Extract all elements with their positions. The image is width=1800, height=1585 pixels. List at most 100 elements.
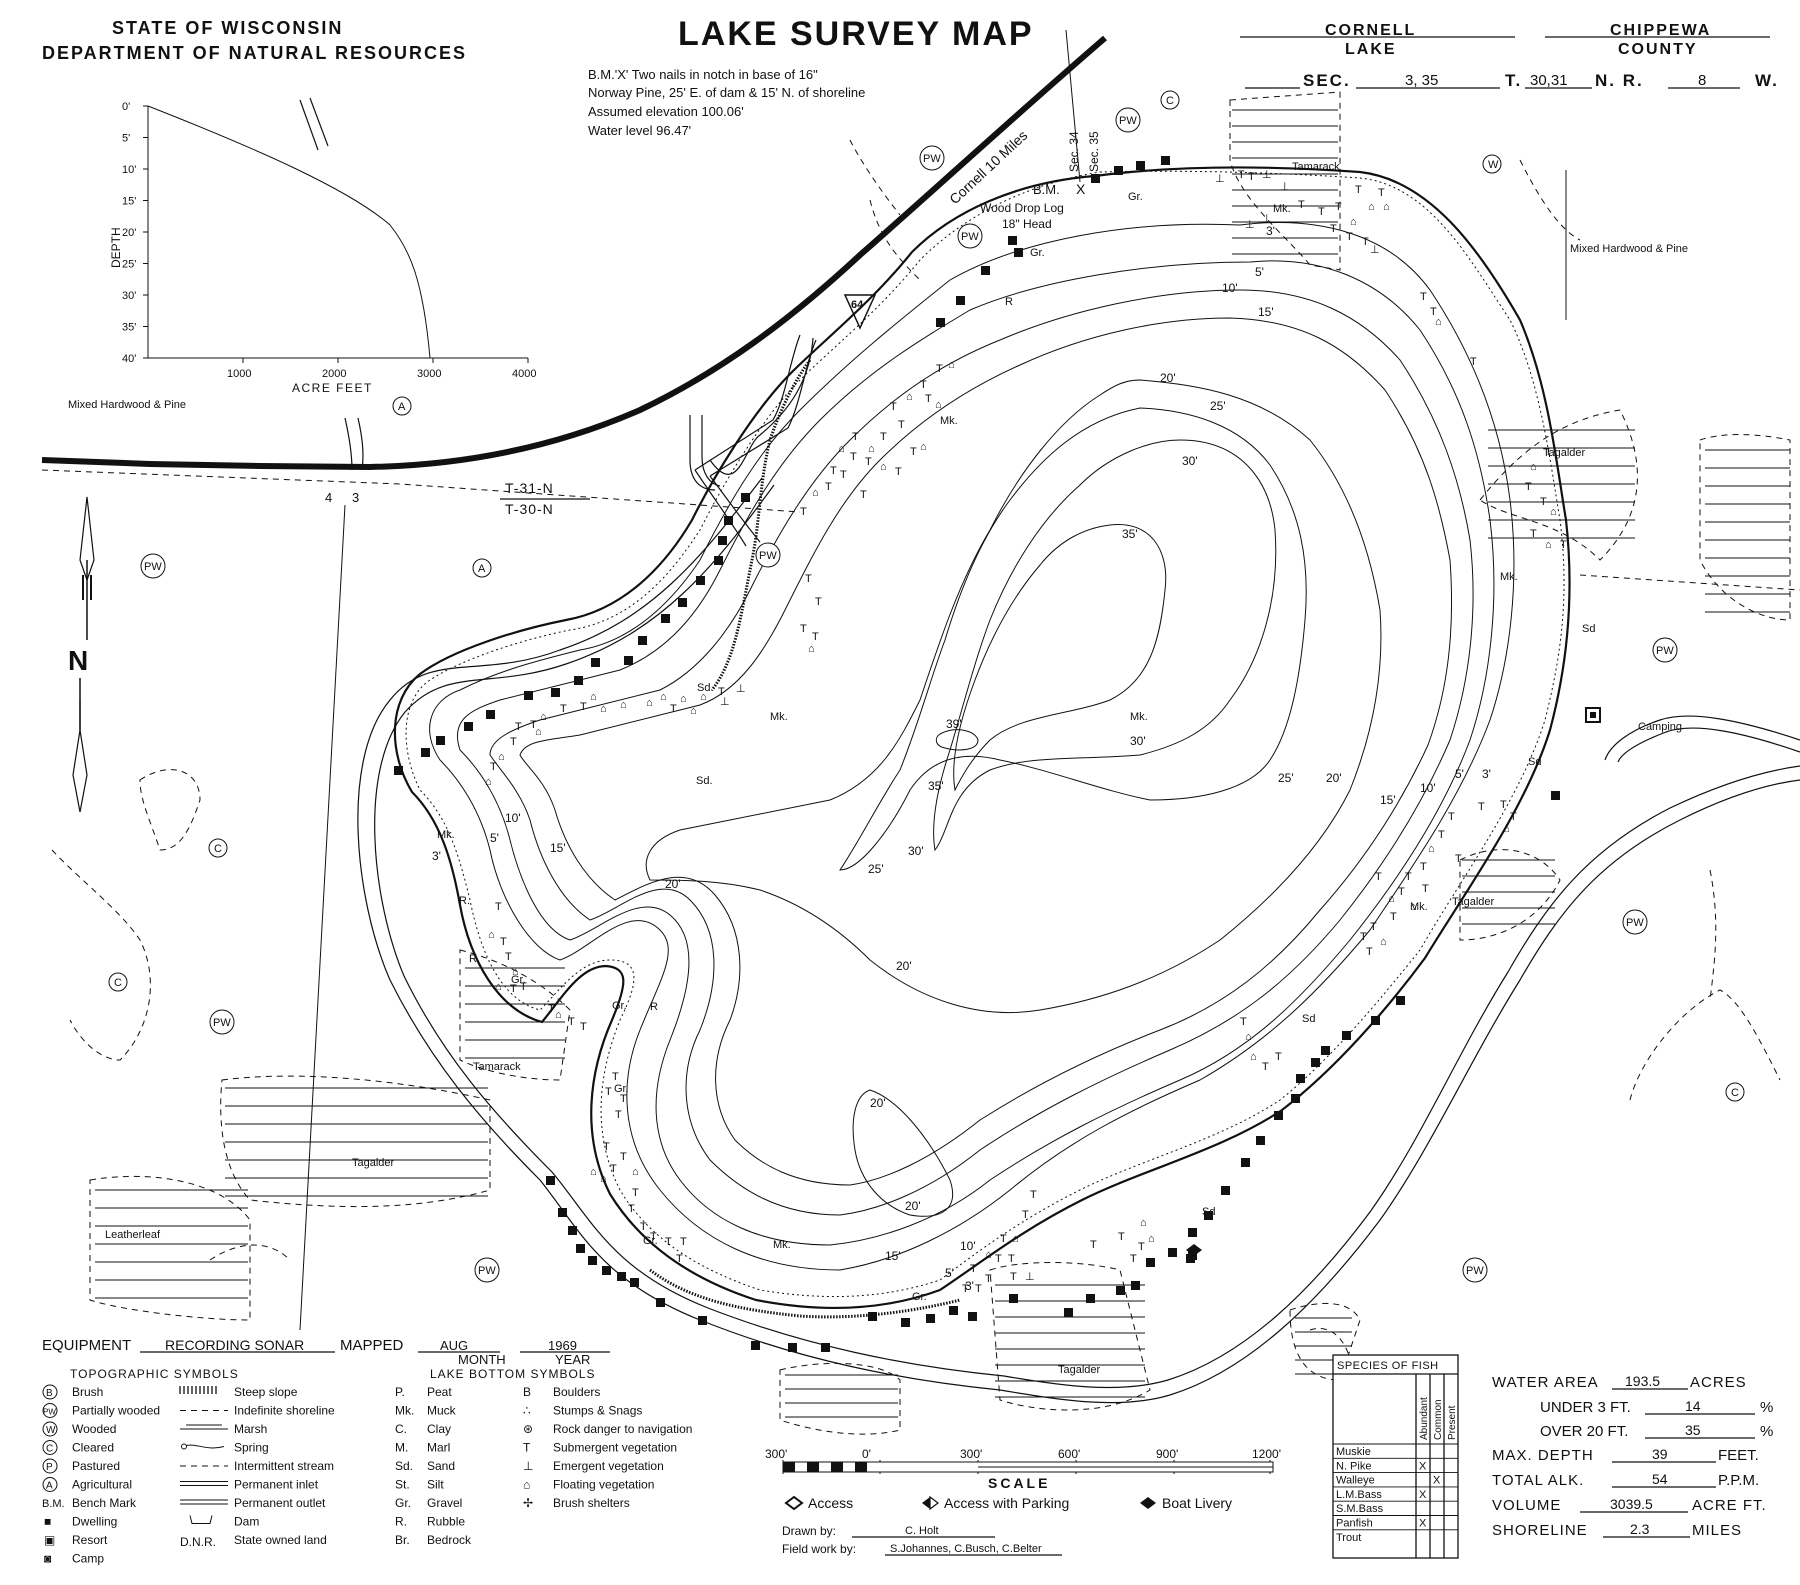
lake-label: LAKE — [1345, 41, 1397, 58]
agency-line2: DEPARTMENT OF NATURAL RESOURCES — [42, 43, 467, 63]
legend-bottom-label: Bedrock — [427, 1533, 472, 1547]
veg-symbol: T — [1022, 1209, 1029, 1221]
veg-symbol: T — [1405, 871, 1412, 883]
land-use-mark-pw: PW — [213, 1017, 231, 1029]
dwelling-icon — [394, 766, 403, 775]
dwelling-icon — [1204, 1211, 1213, 1220]
veg-symbol: ⊥ — [736, 683, 746, 695]
depth-label: 35' — [928, 779, 944, 793]
dwelling-icon — [1114, 166, 1123, 175]
veg-symbol: T — [860, 489, 867, 501]
t-value: 30,31 — [1530, 72, 1568, 89]
depth-label: 5' — [490, 831, 499, 845]
chart-y-tick: 10' — [122, 164, 136, 176]
dwelling-icon — [602, 1266, 611, 1275]
bottom-label: Gr. — [1128, 191, 1143, 203]
dwelling-icon — [936, 318, 945, 327]
bottom-label: Mk. — [437, 829, 455, 841]
veg-symbol: T — [1000, 1233, 1007, 1245]
land-use-circle — [474, 1257, 500, 1283]
veg-symbol: T — [1366, 946, 1373, 958]
veg-symbol: T — [632, 1187, 639, 1199]
veg-symbol: T — [1370, 921, 1377, 933]
dwelling-icon — [949, 1306, 958, 1315]
field-work-value: S.Johannes, C.Busch, C.Belter — [890, 1543, 1042, 1555]
year-label: YEAR — [555, 1352, 590, 1367]
legend-veg-label: Rock danger to navigation — [553, 1422, 692, 1436]
veg-symbol: T — [1355, 184, 1362, 196]
land-use-circle — [1115, 107, 1141, 133]
depth-label: 20' — [905, 1199, 921, 1213]
veg-symbol: T — [1438, 829, 1445, 841]
veg-symbol: T — [610, 1163, 617, 1175]
land-use-mark-pw: PW — [144, 561, 162, 573]
veg-symbol: ⌂ — [838, 443, 845, 455]
legend-line-label: State owned land — [234, 1533, 327, 1547]
county-name: CHIPPEWA — [1610, 22, 1711, 39]
veg-symbol: T — [800, 506, 807, 518]
scale-tick: 0' — [862, 1447, 871, 1461]
tagalder-e: Tagalder — [1543, 447, 1586, 459]
legend-bottom-label: Silt — [427, 1478, 444, 1492]
veg-symbol: ⌂ — [1550, 506, 1557, 518]
veg-symbol: ⌂ — [1435, 316, 1442, 328]
veg-symbol: T — [1010, 1271, 1017, 1283]
veg-symbol: ⌂ — [590, 1166, 597, 1178]
total-alk-value: 54 — [1652, 1471, 1668, 1487]
map-title: LAKE SURVEY MAP — [678, 15, 1034, 53]
volume-unit: ACRE FT. — [1692, 1497, 1767, 1514]
legend-line-label: Dam — [234, 1515, 259, 1529]
scale-label: SCALE — [988, 1475, 1050, 1491]
veg-symbol: T — [680, 1236, 687, 1248]
legend-topo-mark: B — [46, 1388, 53, 1399]
veg-symbol: T — [490, 761, 497, 773]
land-use-mark-pw: PW — [961, 231, 979, 243]
depth-label: 20' — [896, 959, 912, 973]
veg-symbol: T — [1545, 446, 1552, 458]
dwelling-icon — [1274, 1111, 1283, 1120]
legend-bottom-label: Sand — [427, 1459, 455, 1473]
veg-symbol: T — [1360, 931, 1367, 943]
depth-label: 10' — [505, 811, 521, 825]
veg-symbol: T — [1390, 911, 1397, 923]
bottom-material-labels: Mk.Mk.Mk.Mk.Mk.Mk.Mk.Mk.SdSdSdSdSd.Sd.Gr… — [437, 191, 1595, 1303]
bottom-label: Mk. — [770, 711, 788, 723]
land-use-mark-c: C — [1166, 95, 1174, 107]
legend-bottom-code: Mk. — [395, 1404, 414, 1418]
veg-symbol: T — [825, 481, 832, 493]
land-use-circle — [1725, 1082, 1745, 1102]
shoreline-unit: MILES — [1692, 1522, 1742, 1539]
dwelling-icon — [926, 1314, 935, 1323]
legend-line-label: Marsh — [234, 1422, 267, 1436]
tagalder-sw: Tagalder — [352, 1157, 395, 1169]
dwelling-icon — [630, 1278, 639, 1287]
depth-label: 35' — [1122, 527, 1138, 541]
bottom-label: Mk. — [1500, 571, 1518, 583]
land-use-mark-pw: PW — [759, 550, 777, 562]
contour-3 — [429, 222, 1515, 1271]
veg-symbol: T — [1375, 871, 1382, 883]
fish-species-name: Walleye — [1336, 1475, 1375, 1487]
bottom-label: R — [650, 1001, 658, 1013]
dwelling-icon — [1091, 174, 1100, 183]
land-use-circle — [392, 396, 412, 416]
veg-symbol: T — [1448, 811, 1455, 823]
dwelling-icon — [1116, 1286, 1125, 1295]
township-south-label: T-30-N — [505, 501, 554, 517]
highway-64 — [41, 35, 1107, 471]
legend-bottom-code: St. — [395, 1478, 410, 1492]
veg-symbol: T — [670, 703, 677, 715]
land-use-circle — [1652, 637, 1678, 663]
contour-20 — [645, 379, 1382, 1013]
veg-symbol: ⌂ — [590, 691, 597, 703]
month-value: AUG — [440, 1338, 468, 1353]
dwellings — [394, 156, 1560, 1352]
dwelling-icon — [696, 576, 705, 585]
bottom-label: R — [1005, 296, 1013, 308]
chart-x-tick: 1000 — [227, 368, 251, 380]
depth-label: 20' — [665, 877, 681, 891]
dwelling-icon — [1551, 791, 1560, 800]
depth-label: 30' — [1130, 734, 1146, 748]
